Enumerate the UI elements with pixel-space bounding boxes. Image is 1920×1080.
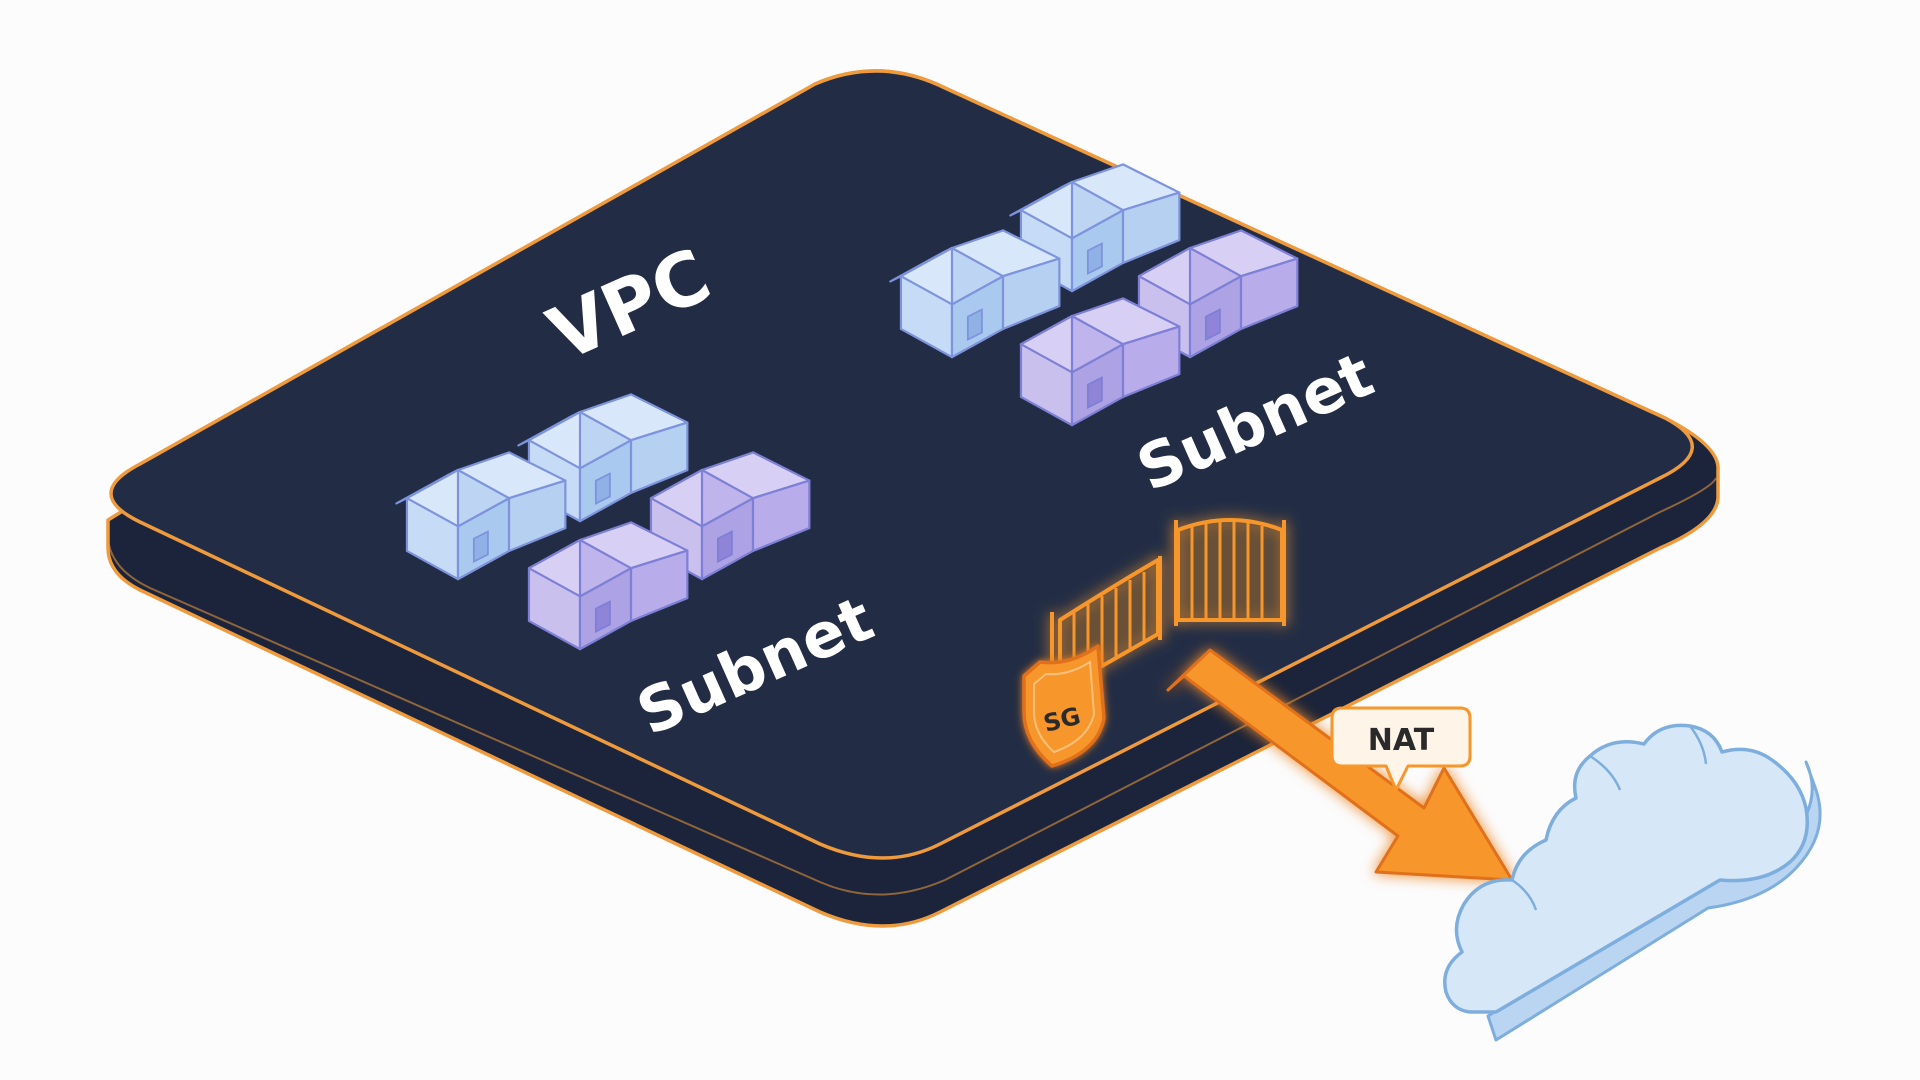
vpc-platform (106, 69, 1720, 928)
cloud-icon (1443, 723, 1822, 1042)
nat-label: NAT (1368, 723, 1435, 758)
platform-edge-line (107, 477, 1717, 896)
speech-bubble-icon (1330, 706, 1472, 792)
shield-icon (1022, 644, 1106, 768)
